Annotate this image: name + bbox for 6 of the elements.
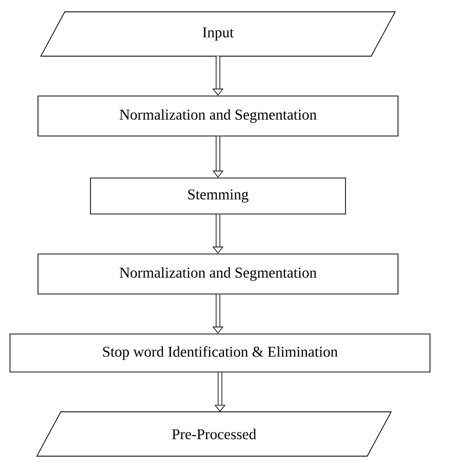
process-box: Normalization and Segmentation: [38, 96, 398, 136]
process-box: Stemming: [90, 178, 346, 214]
io-parallelogram: Input: [40, 11, 396, 57]
process-box: Stop word Identification & Elimination: [10, 334, 430, 372]
io-parallelogram: Pre-Processed: [36, 411, 392, 457]
process-box: Normalization and Segmentation: [38, 254, 398, 294]
